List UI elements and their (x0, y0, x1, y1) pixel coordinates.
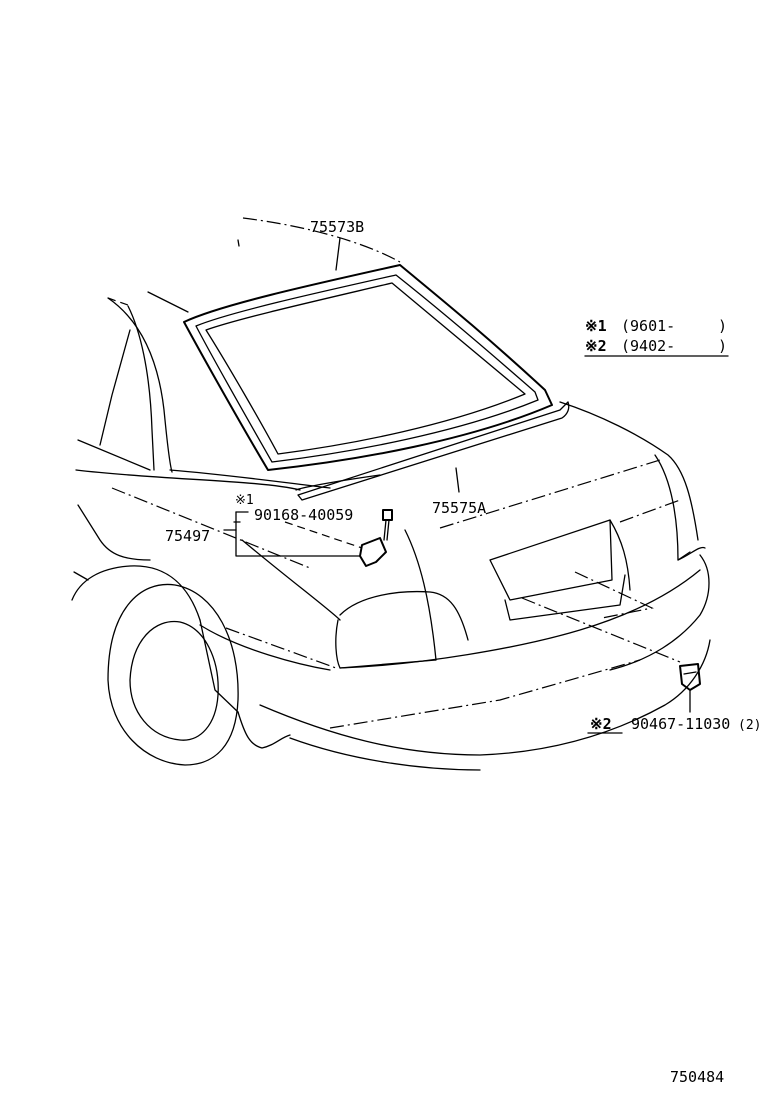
clip-icon (679, 663, 701, 691)
note-mark-2: ※2 (585, 337, 607, 355)
note-mark-1-small: ※1 (235, 493, 254, 508)
part-label-75497: 75497 (165, 527, 210, 545)
note-mark-1: ※1 (585, 317, 607, 335)
part-label-clip-qty: (2) (738, 718, 760, 733)
part-label-90168-40059: 90168-40059 (254, 506, 353, 524)
rear-window-illustration (183, 264, 570, 501)
note-range-1: (9601- (621, 317, 675, 335)
screw-icon (382, 509, 393, 541)
car-body-illustration (71, 217, 711, 771)
clip-note-mark: ※2 (590, 715, 612, 733)
leader-lines (223, 237, 691, 713)
part-label-75573B: 75573B (310, 218, 364, 236)
applicability-legend: ※1 (9601- ) ※2 (9402- ) (584, 317, 729, 357)
note-close-2: ) (718, 337, 727, 355)
emblem-icon (359, 537, 387, 567)
illustration-id: 750484 (670, 1068, 724, 1086)
note-range-2: (9402- (621, 337, 675, 355)
note-close-1: ) (718, 317, 727, 335)
part-label-75575A: 75575A (432, 499, 486, 517)
part-label-90467-11030: 90467-11030 (631, 715, 730, 733)
